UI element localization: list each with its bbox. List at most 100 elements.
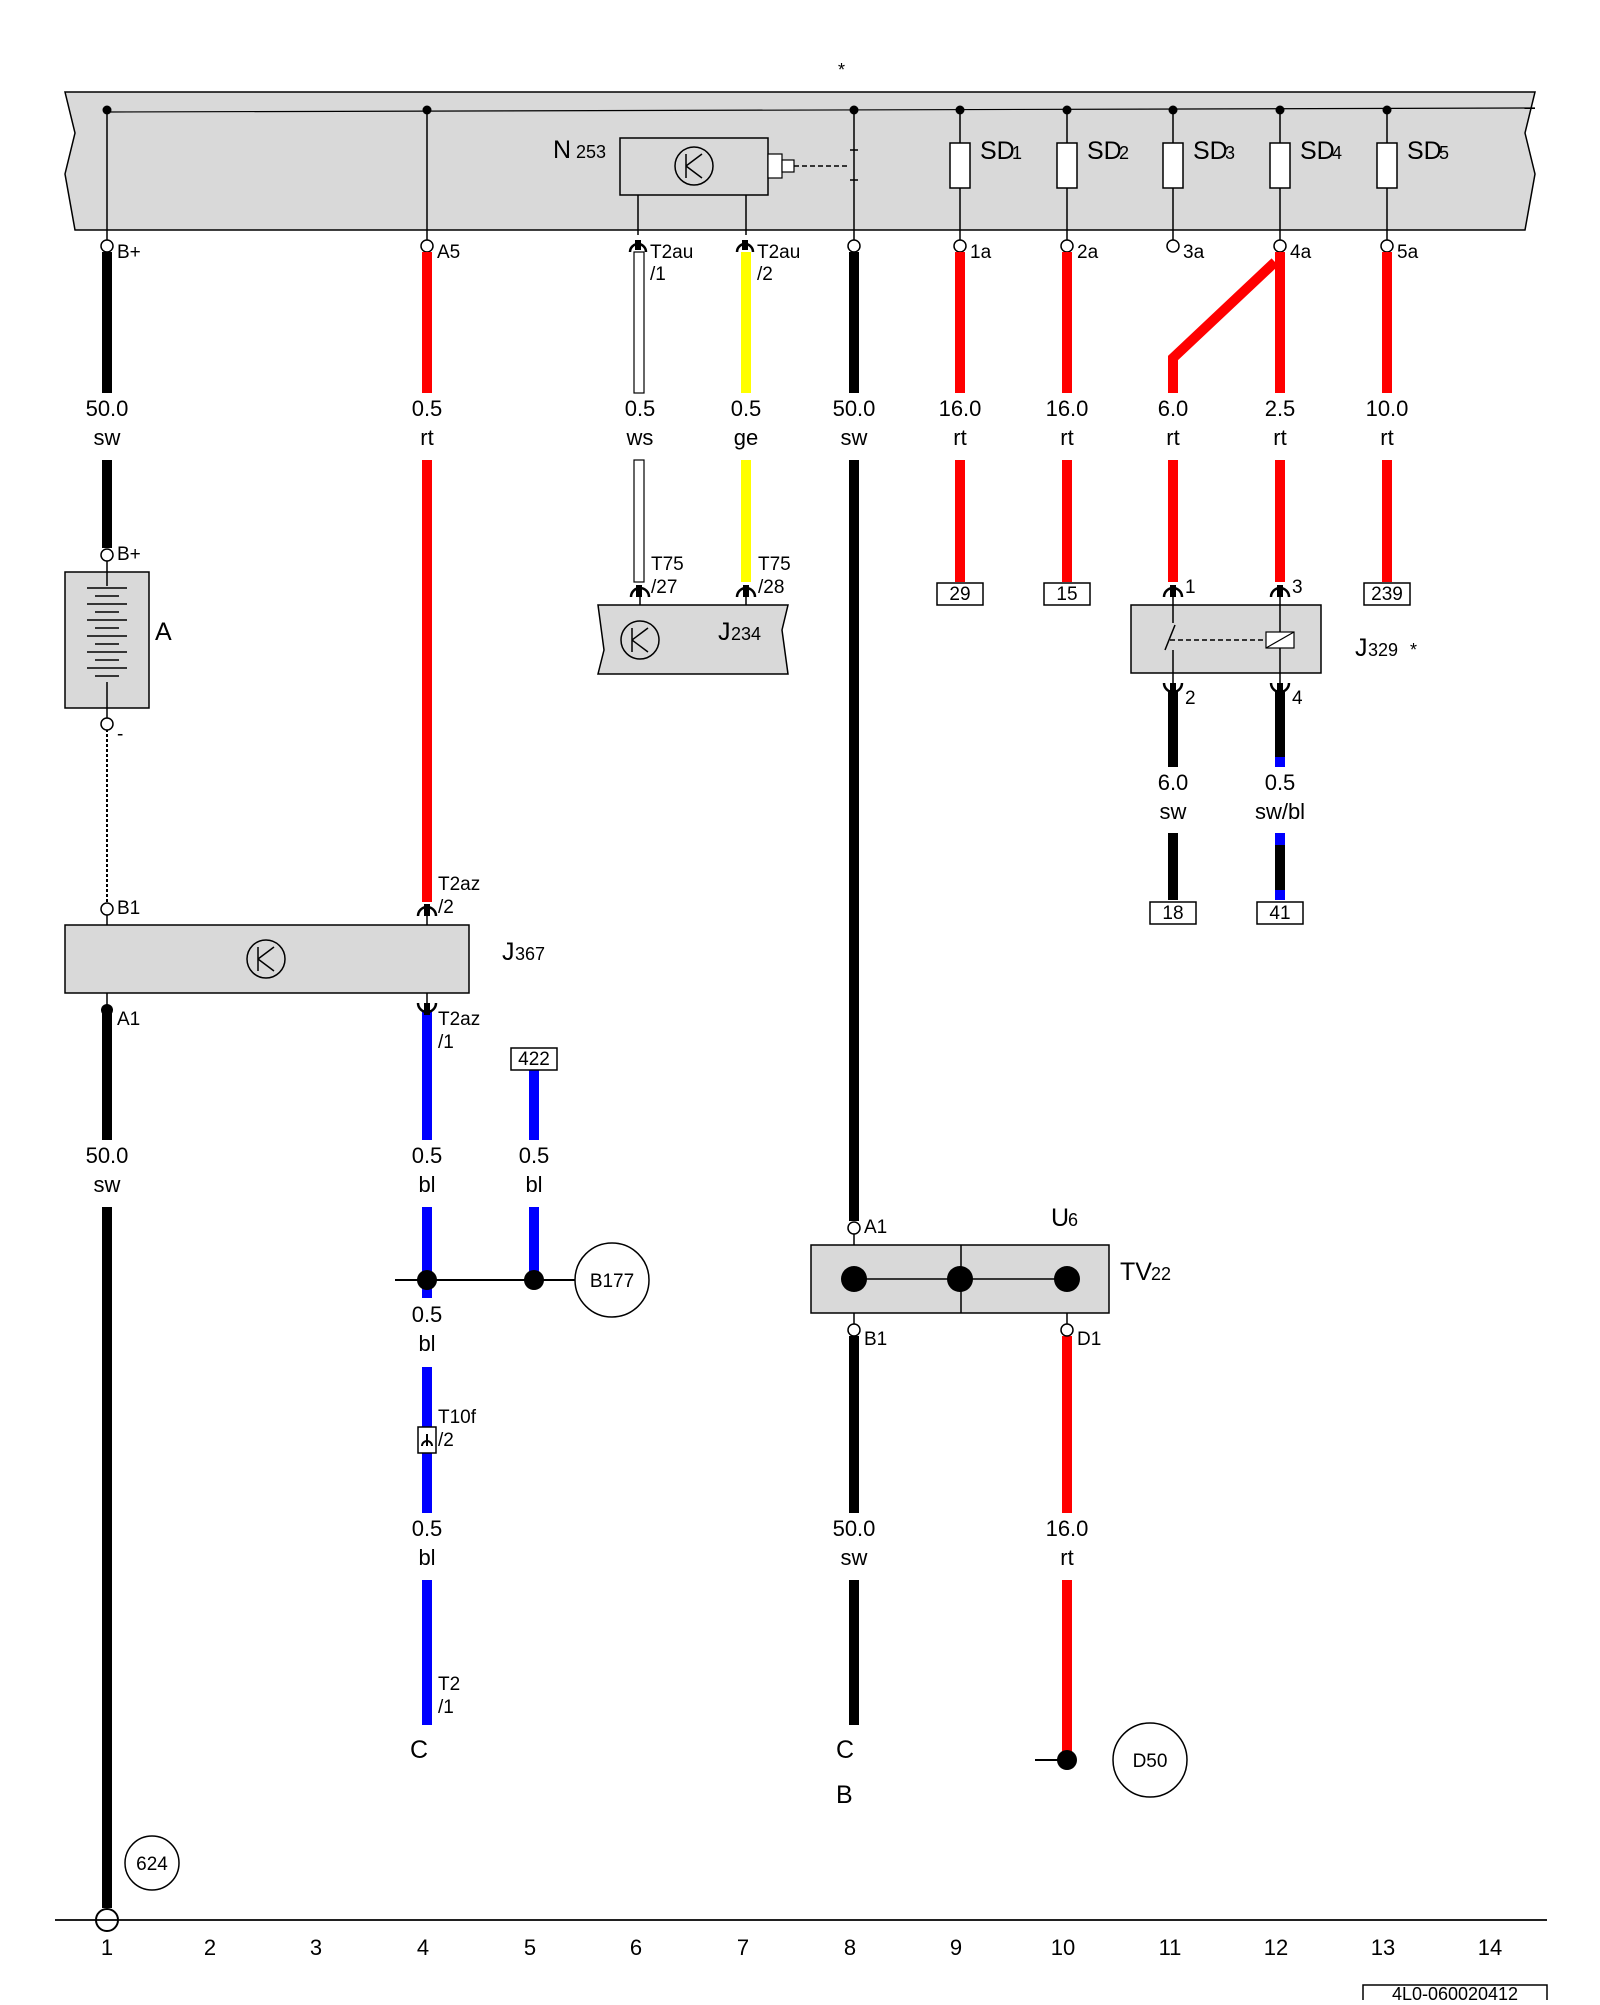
svg-text:50.0: 50.0: [833, 396, 876, 421]
svg-text:/2: /2: [438, 1430, 454, 1451]
svg-text:A1: A1: [864, 1217, 887, 1238]
svg-text:22: 22: [1151, 1264, 1171, 1284]
svg-text:/2: /2: [757, 264, 773, 285]
svg-text:A5: A5: [437, 242, 460, 263]
svg-text:SD: SD: [1087, 137, 1122, 165]
svg-text:0.5: 0.5: [1265, 770, 1296, 795]
svg-text:16.0: 16.0: [939, 396, 982, 421]
wire-labels: 50.0sw 0.5rt 0.5ws 0.5ge 50.0sw 16.0rt 1…: [86, 396, 1409, 1570]
svg-text:sw: sw: [1160, 799, 1187, 824]
svg-text:2: 2: [204, 1935, 216, 1960]
svg-text:12: 12: [1264, 1935, 1288, 1960]
svg-text:8: 8: [844, 1935, 856, 1960]
svg-text:1: 1: [1185, 577, 1196, 598]
svg-text:SD: SD: [1407, 137, 1442, 165]
svg-text:9: 9: [950, 1935, 962, 1960]
svg-text:B+: B+: [117, 242, 141, 263]
svg-text:sw: sw: [94, 1172, 121, 1197]
fuse-box-panel: [64, 91, 1536, 231]
svg-text:14: 14: [1478, 1935, 1502, 1960]
svg-text:6.0: 6.0: [1158, 396, 1189, 421]
svg-text:/28: /28: [758, 577, 784, 598]
svg-text:16.0: 16.0: [1046, 1516, 1089, 1541]
relay-n253: N 253: [553, 136, 850, 235]
svg-text:sw: sw: [841, 1545, 868, 1570]
svg-text:bl: bl: [418, 1545, 435, 1570]
svg-text:rt: rt: [953, 425, 966, 450]
svg-text:2: 2: [1119, 143, 1129, 163]
svg-text:1a: 1a: [970, 242, 992, 263]
svg-text:6.0: 6.0: [1158, 770, 1189, 795]
ref-18: 18: [1162, 903, 1183, 924]
svg-text:rt: rt: [1273, 425, 1286, 450]
svg-text:11: 11: [1159, 1935, 1182, 1960]
svg-text:4L0-060020412: 4L0-060020412: [1392, 1984, 1518, 2000]
svg-text:4: 4: [1332, 143, 1342, 163]
svg-text:5: 5: [524, 1935, 536, 1960]
svg-text:/2: /2: [438, 897, 454, 918]
svg-text:6: 6: [1068, 1210, 1078, 1230]
svg-text:*: *: [1410, 640, 1417, 660]
svg-text:A1: A1: [117, 1009, 140, 1030]
j234-label: J: [718, 618, 731, 646]
svg-text:10: 10: [1051, 1935, 1075, 1960]
svg-text:T10f: T10f: [438, 1407, 477, 1428]
svg-text:0.5: 0.5: [412, 396, 443, 421]
svg-text:7: 7: [737, 1935, 749, 1960]
fuse-sd5: SD5: [1376, 137, 1449, 189]
svg-text:2: 2: [1185, 688, 1196, 709]
fuse-sd3: SD3: [1162, 137, 1235, 189]
svg-text:3: 3: [310, 1935, 322, 1960]
svg-text:ws: ws: [626, 425, 654, 450]
svg-text:0.5: 0.5: [412, 1143, 443, 1168]
fuse-box-terminals: [100, 239, 1394, 253]
svg-text:253: 253: [576, 142, 606, 162]
connector-t2: T2: [438, 1674, 460, 1695]
t2au-plugs: [628, 240, 755, 253]
svg-text:1: 1: [101, 1935, 113, 1960]
svg-text:0.5: 0.5: [625, 396, 656, 421]
svg-text:sw/bl: sw/bl: [1255, 799, 1305, 824]
svg-text:sw: sw: [94, 425, 121, 450]
u6-label: U: [1051, 1204, 1069, 1232]
svg-text:4: 4: [417, 1935, 429, 1960]
svg-text:C: C: [836, 1736, 854, 1764]
battery-a: A B+ -: [64, 544, 172, 745]
svg-text:C: C: [410, 1736, 428, 1764]
svg-text:2a: 2a: [1077, 242, 1099, 263]
svg-text:2.5: 2.5: [1265, 396, 1296, 421]
fuse-sd2: SD2: [1056, 137, 1129, 189]
svg-text:T2au: T2au: [757, 242, 800, 263]
svg-text:rt: rt: [1060, 1545, 1073, 1570]
svg-text:367: 367: [515, 944, 545, 964]
svg-text:1: 1: [1012, 143, 1022, 163]
svg-text:B: B: [836, 1781, 853, 1809]
top-asterisk: *: [838, 60, 845, 80]
svg-text:4: 4: [1292, 688, 1303, 709]
svg-text:bl: bl: [418, 1331, 435, 1356]
svg-text:/1: /1: [438, 1032, 454, 1053]
svg-text:T75: T75: [651, 554, 684, 575]
continuation-labels: C C B: [410, 1736, 854, 1809]
ground-b177: B177: [395, 1242, 650, 1318]
svg-text:0.5: 0.5: [731, 396, 762, 421]
j367-label: J: [502, 938, 515, 966]
svg-text:3a: 3a: [1183, 242, 1205, 263]
svg-text:B1: B1: [864, 1329, 887, 1350]
fuse-sd4: SD4: [1269, 137, 1342, 189]
ref-422: 422: [518, 1049, 550, 1070]
svg-text:bl: bl: [525, 1172, 542, 1197]
svg-text:rt: rt: [420, 425, 433, 450]
svg-text:4a: 4a: [1290, 242, 1312, 263]
svg-text:5a: 5a: [1397, 242, 1419, 263]
ref-29: 29: [949, 584, 970, 605]
ground-d50: D50: [1035, 1722, 1188, 1798]
svg-text:B177: B177: [590, 1271, 634, 1292]
svg-text:0.5: 0.5: [412, 1516, 443, 1541]
svg-text:5: 5: [1439, 143, 1449, 163]
